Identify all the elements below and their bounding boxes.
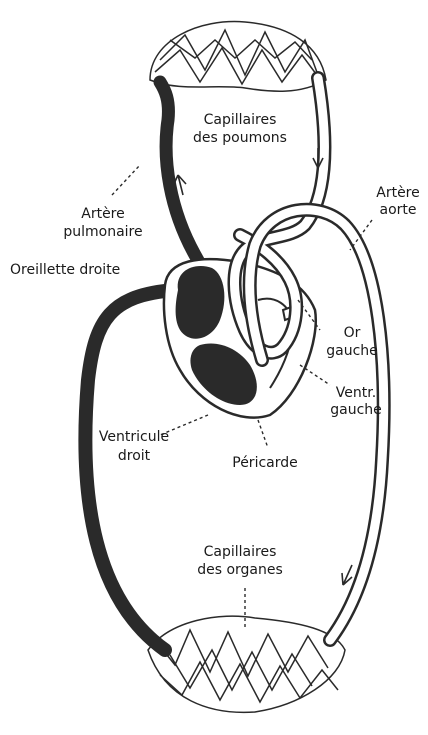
label-pericarde: Péricarde (232, 455, 298, 471)
label-ventr-gauche-2: gauche (330, 402, 382, 418)
label-artere-aorte-1: Artère (376, 185, 420, 201)
label-or-gauche-2: gauche (326, 343, 378, 359)
label-capillaires-organes-1: Capillaires (204, 544, 277, 560)
organ-capillaries (148, 616, 345, 712)
label-ventr-gauche-1: Ventr. (336, 385, 376, 401)
label-or-gauche-1: Or (344, 325, 361, 341)
label-ventricule-droit-2: droit (118, 448, 151, 464)
label-artere-aorte-2: aorte (379, 202, 416, 218)
label-capillaires-organes-2: des organes (197, 562, 283, 578)
lung-capillaries (150, 22, 326, 92)
label-ventricule-droit-1: Ventricule (99, 429, 169, 445)
label-capillaires-poumons-1: Capillaires (204, 112, 277, 128)
label-capillaires-poumons-2: des poumons (193, 130, 287, 146)
arrow-aorta-down (342, 565, 352, 585)
label-artere-pulmonaire-1: Artère (81, 206, 125, 222)
label-oreillette-droite: Oreillette droite (10, 262, 120, 278)
label-artere-pulmonaire-2: pulmonaire (63, 224, 142, 240)
